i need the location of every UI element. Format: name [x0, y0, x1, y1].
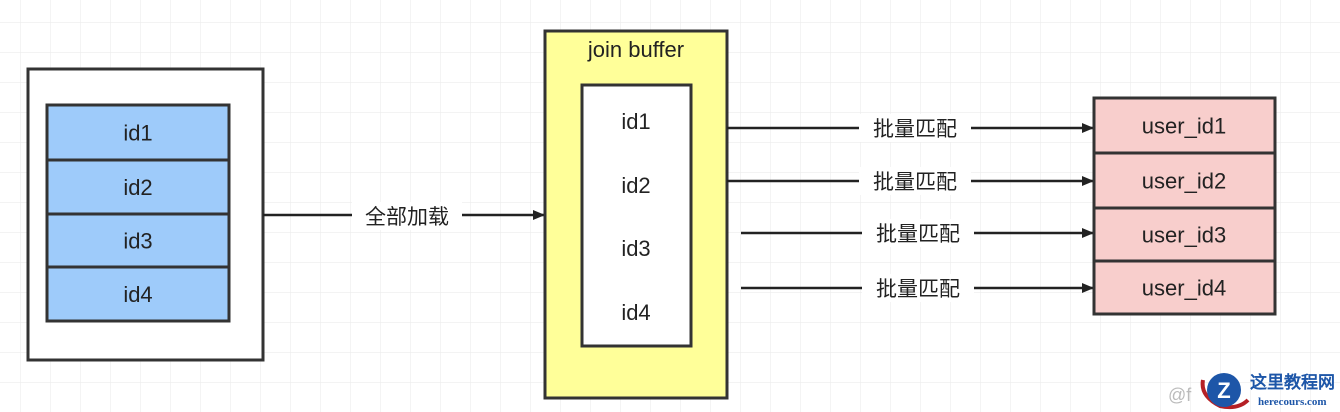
- batch-match-arrow: 批量匹配: [727, 114, 1094, 142]
- source-row-label: id1: [123, 121, 152, 146]
- source-table: id1 id2 id3 id4: [26, 67, 265, 362]
- source-row: id4: [45, 265, 231, 323]
- buffer-item: id2: [621, 173, 650, 198]
- join-buffer: join buffer id1 id2 id3 id4: [543, 29, 729, 400]
- source-row: id1: [45, 103, 231, 162]
- batch-match-arrow: 批量匹配: [727, 167, 1094, 195]
- watermark-site-name: 这里教程网: [1250, 372, 1335, 393]
- batch-match-label: 批量匹配: [876, 277, 960, 301]
- buffer-item: id3: [621, 236, 650, 261]
- join-buffer-title: join buffer: [587, 37, 684, 62]
- target-row: user_id2: [1092, 151, 1277, 210]
- watermark: @f Z 这里教程网 herecours.com: [1168, 372, 1335, 410]
- watermark-site-url: herecours.com: [1258, 396, 1327, 408]
- target-row-label: user_id1: [1142, 114, 1226, 139]
- buffer-item: id1: [621, 109, 650, 134]
- target-row-label: user_id2: [1142, 169, 1226, 194]
- load-all-arrow: 全部加载: [263, 202, 545, 230]
- watermark-handle: @f: [1168, 385, 1192, 405]
- batch-match-arrow: 批量匹配: [741, 274, 1094, 302]
- source-row: id2: [45, 158, 231, 216]
- target-row-label: user_id3: [1142, 223, 1226, 248]
- batch-match-label: 批量匹配: [873, 117, 957, 141]
- batch-match-arrow: 批量匹配: [741, 219, 1094, 247]
- source-row-label: id2: [123, 175, 152, 200]
- target-row: user_id3: [1092, 206, 1277, 263]
- source-row: id3: [45, 212, 231, 269]
- site-logo-icon: Z: [1200, 373, 1250, 410]
- svg-text:Z: Z: [1217, 378, 1230, 403]
- batch-match-label: 批量匹配: [873, 170, 957, 194]
- target-row: user_id1: [1092, 96, 1277, 155]
- target-row: user_id4: [1092, 259, 1277, 316]
- source-row-label: id4: [123, 282, 152, 307]
- load-all-label: 全部加载: [365, 205, 449, 229]
- source-row-label: id3: [123, 229, 152, 254]
- buffer-item: id4: [621, 300, 650, 325]
- target-row-label: user_id4: [1142, 276, 1226, 301]
- target-table: user_id1 user_id2 user_id3 user_id4: [1092, 96, 1277, 316]
- batch-match-label: 批量匹配: [876, 222, 960, 246]
